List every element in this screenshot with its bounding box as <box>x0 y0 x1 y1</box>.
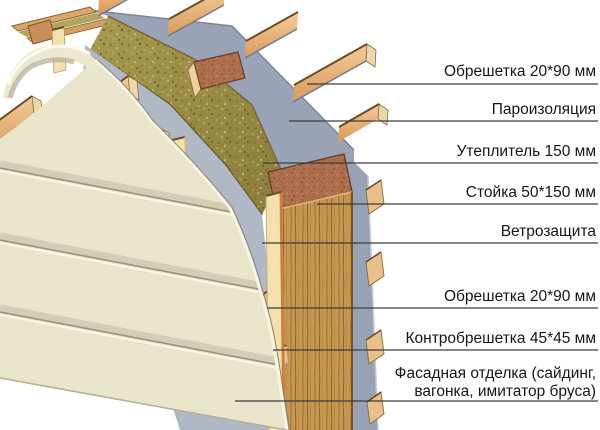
board-groove <box>0 239 287 298</box>
label-row-lathing-outer: Обрешетка 20*90 мм <box>267 288 598 309</box>
board-shadow <box>0 232 287 297</box>
label-text: Обрешетка 20*90 мм <box>444 288 596 305</box>
stud-top-highlight <box>275 191 353 211</box>
label-text: Утеплитель 150 мм <box>457 143 596 160</box>
curl-inner-shadow <box>7 57 75 99</box>
inner-batten <box>97 0 129 17</box>
label-row-stud: Стойка 50*150 мм <box>317 184 598 205</box>
stud <box>267 153 353 430</box>
inner-batten <box>244 11 299 59</box>
siding-bottom-edge <box>0 377 288 430</box>
siding-layer <box>0 44 290 430</box>
middle-stud-end-grain-texture <box>194 52 245 89</box>
wall-top-view-strip <box>10 6 112 45</box>
label-row-lathing-inner: Обрешетка 20*90 мм <box>307 63 598 85</box>
inner-lathing-battens <box>97 0 389 142</box>
label-text-line2: вагонка, имитатор бруса) <box>414 383 596 400</box>
label-row-counter-lathing: Контробрешетка 45*45 мм <box>273 330 598 351</box>
batten-end-tab <box>365 329 385 365</box>
vapor-barrier-layer <box>87 9 360 430</box>
labels: Обрешетка 20*90 мм Пароизоляция Утеплите… <box>235 63 598 402</box>
inner-batten <box>338 103 389 142</box>
siding-cut-edge-line <box>97 59 290 430</box>
label-text: Фасадная отделка (сайдинг, <box>395 365 596 382</box>
insulation-top-edge <box>107 15 283 173</box>
siding-cut-edge-highlight <box>94 58 289 430</box>
curl-highlight <box>6 44 91 85</box>
label-row-vapor-barrier: Пароизоляция <box>289 101 598 122</box>
siding-face <box>0 60 287 430</box>
insulation-texture <box>90 16 282 215</box>
label-text: Ветрозащита <box>501 223 597 240</box>
wall-top-edge <box>87 9 355 151</box>
label-text: Пароизоляция <box>492 101 596 118</box>
batten-end-tab <box>365 251 385 287</box>
batten-end-tab <box>365 179 385 215</box>
stud-grain-texture <box>276 192 352 430</box>
label-text: Обрешетка 20*90 мм <box>444 63 596 80</box>
vapor-barrier-surface <box>88 10 360 430</box>
batten-end-tab <box>366 391 385 425</box>
inner-batten <box>292 43 377 103</box>
board-highlight <box>0 242 287 301</box>
board-shadow <box>0 304 287 369</box>
inner-batten <box>167 0 225 37</box>
board-groove <box>0 311 287 370</box>
middle-stud-top <box>187 51 246 99</box>
label-row-insulation: Утеплитель 150 мм <box>263 143 598 164</box>
board-highlight <box>0 314 287 373</box>
label-text: Контробрешетка 45*45 мм <box>406 330 597 347</box>
label-row-facade-finish: Фасадная отделка (сайдинг, вагонка, имит… <box>235 365 598 402</box>
label-text: Стойка 50*150 мм <box>466 184 596 201</box>
label-row-wind-barrier: Ветрозащита <box>262 223 598 244</box>
membrane-edge-highlight <box>367 175 379 430</box>
stud-end-grain-texture <box>268 154 352 210</box>
